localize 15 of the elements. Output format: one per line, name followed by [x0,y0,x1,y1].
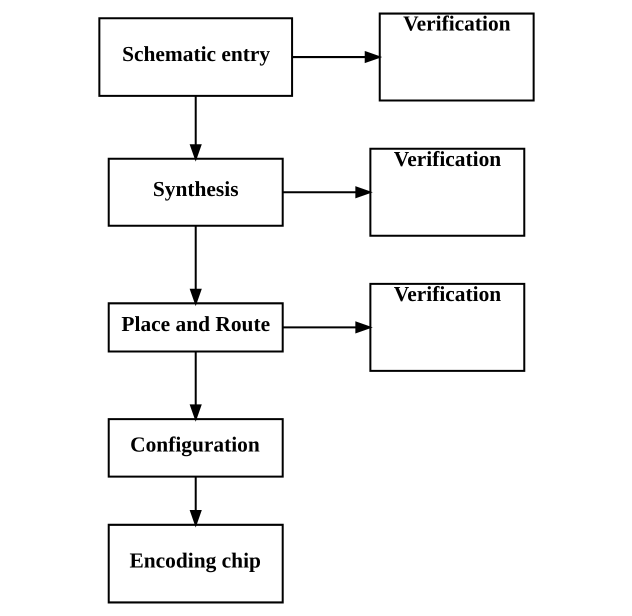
node-box: Configuration [107,418,284,478]
node-box: Synthesis [107,158,284,227]
arrow [282,186,372,198]
node-box: Verification [368,282,525,372]
node-box: Encoding chip [107,524,284,604]
node-box: Schematic entry [98,17,293,97]
arrow [282,321,372,334]
node-box: Verification [368,148,525,237]
arrow [189,96,202,162]
node-box: Place and Route [107,302,284,352]
arrow [189,477,202,528]
node-box: Verification [378,12,534,102]
arrow [189,352,202,422]
arrow [292,50,382,64]
arrow [189,226,202,306]
